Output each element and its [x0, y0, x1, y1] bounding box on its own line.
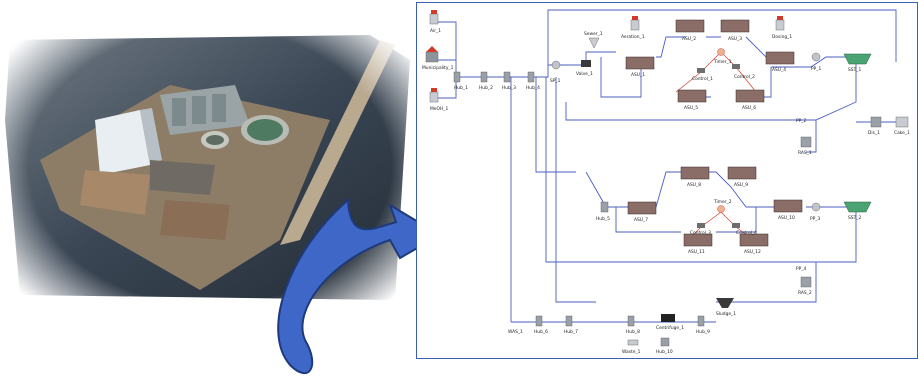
methanol-source-icon: [430, 88, 438, 102]
disch-label: Dis_1: [868, 130, 880, 136]
pp2-label: PP_2: [796, 118, 806, 124]
cake-icon: [896, 117, 908, 127]
diagram-border: [417, 3, 918, 359]
methanol-label: MeOH_1: [430, 106, 448, 112]
hub4-label: Hub_4: [526, 85, 540, 91]
asu-tank: [766, 52, 794, 64]
air-label: Air_1: [430, 28, 441, 34]
timer1-label: Timer_1: [713, 59, 732, 65]
control3-label: Control_3: [690, 230, 711, 236]
asu-tank: [774, 200, 802, 212]
asu12-label: ASU_12: [744, 249, 761, 255]
pp4-label: PP_4: [796, 266, 806, 272]
asu10-label: ASU_10: [778, 215, 795, 221]
clarifier-icon: [844, 54, 871, 64]
sst1-label: SST_1: [848, 67, 861, 73]
waste-icon: [628, 340, 638, 345]
hub5-label: Hub_5: [596, 216, 610, 222]
centrifuge-label: Centrifuge_1: [656, 325, 684, 331]
asu-tank: [728, 167, 756, 179]
sewer1-label: Sewer_1: [584, 31, 603, 37]
asu7-label: ASU_7: [634, 217, 648, 223]
aeration-icon: [631, 16, 639, 30]
valve1-label: Valve_1: [576, 71, 593, 77]
asu5-label: ASU_5: [684, 105, 698, 111]
control2-label: Control_2: [734, 74, 755, 80]
hub7-label: Hub_7: [564, 329, 578, 335]
controller-icon: [732, 64, 740, 69]
asu-tank: [626, 57, 654, 69]
asu6-label: ASU_6: [742, 105, 756, 111]
asu2-label: ASU_2: [682, 36, 696, 42]
controller-icon: [732, 223, 740, 228]
ras-icon: [801, 277, 811, 287]
hub10-label: Hub_10: [656, 349, 673, 355]
hub2-label: Hub_2: [479, 85, 493, 91]
sludge-label: Sludge_1: [716, 311, 736, 317]
dosing-icon: [776, 16, 784, 30]
air-source-icon: [430, 10, 438, 24]
hub8-label: Hub_8: [626, 329, 640, 335]
split1-label: SP_1: [550, 78, 561, 84]
sst2-label: SST_2: [848, 215, 861, 221]
asu-tank: [628, 202, 656, 214]
hub3-label: Hub_3: [502, 85, 516, 91]
clarifier-icon: [844, 202, 871, 212]
pump-icon: [812, 203, 820, 211]
hub-icon: [661, 338, 669, 346]
controller-icon: [697, 223, 705, 228]
asu4-label: ASU_4: [772, 67, 786, 73]
hub6-label: Hub_6: [534, 329, 548, 335]
influent-label: Municipality_1: [422, 65, 454, 71]
centrifuge-icon: [661, 314, 675, 322]
hub-icon: [481, 72, 487, 82]
asu1-label: ASU_1: [631, 72, 645, 78]
pp1-label: PP_1: [811, 66, 821, 72]
asu-tank: [721, 20, 749, 32]
asu9-label: ASU_9: [734, 182, 748, 188]
asu3-label: ASU_3: [728, 36, 742, 42]
splitter-icon: [552, 61, 560, 69]
dosing-label: Dosing_1: [772, 34, 792, 40]
valve-icon: [581, 60, 591, 67]
process-flowsheet: Air_1 Municipality_1 MeOH_1 Hub_1 Hub_2 …: [416, 2, 918, 359]
hub-icon: [528, 72, 534, 82]
pump-icon: [812, 53, 820, 61]
asu11-label: ASU_11: [688, 249, 705, 255]
was1-label: WAS_1: [508, 329, 523, 335]
timer-icon: [718, 49, 725, 56]
effluent-icon: [871, 117, 881, 127]
aeration-label: Aeration_1: [621, 34, 645, 40]
hub-icon: [504, 72, 510, 82]
asu8-label: ASU_8: [687, 182, 701, 188]
dewater-label: Cake_1: [894, 130, 910, 136]
hub-icon: [566, 316, 572, 326]
control4-label: Control_4: [736, 230, 757, 236]
hub-icon: [601, 202, 608, 212]
controller-icon: [697, 68, 705, 73]
timer-icon: [718, 206, 725, 213]
pp3-label: PP_3: [810, 216, 820, 222]
hub-icon: [454, 72, 460, 82]
control1-label: Control_1: [692, 76, 713, 82]
asu-tank: [678, 90, 706, 102]
ras2-label: RAS_2: [798, 290, 812, 296]
asu-tank: [681, 167, 709, 179]
asu-tank: [736, 90, 764, 102]
timer2-label: Timer_2: [713, 199, 732, 205]
hub-icon: [628, 316, 634, 326]
hub1-label: Hub_1: [454, 85, 468, 91]
ras1-label: RAS_1: [798, 150, 812, 156]
hub-icon: [536, 316, 542, 326]
hub9-label: Hub_9: [696, 329, 710, 335]
asu-tank: [676, 20, 704, 32]
waste1-label: Waste_1: [622, 349, 641, 355]
hub-icon: [698, 316, 704, 326]
ras-icon: [801, 137, 811, 147]
